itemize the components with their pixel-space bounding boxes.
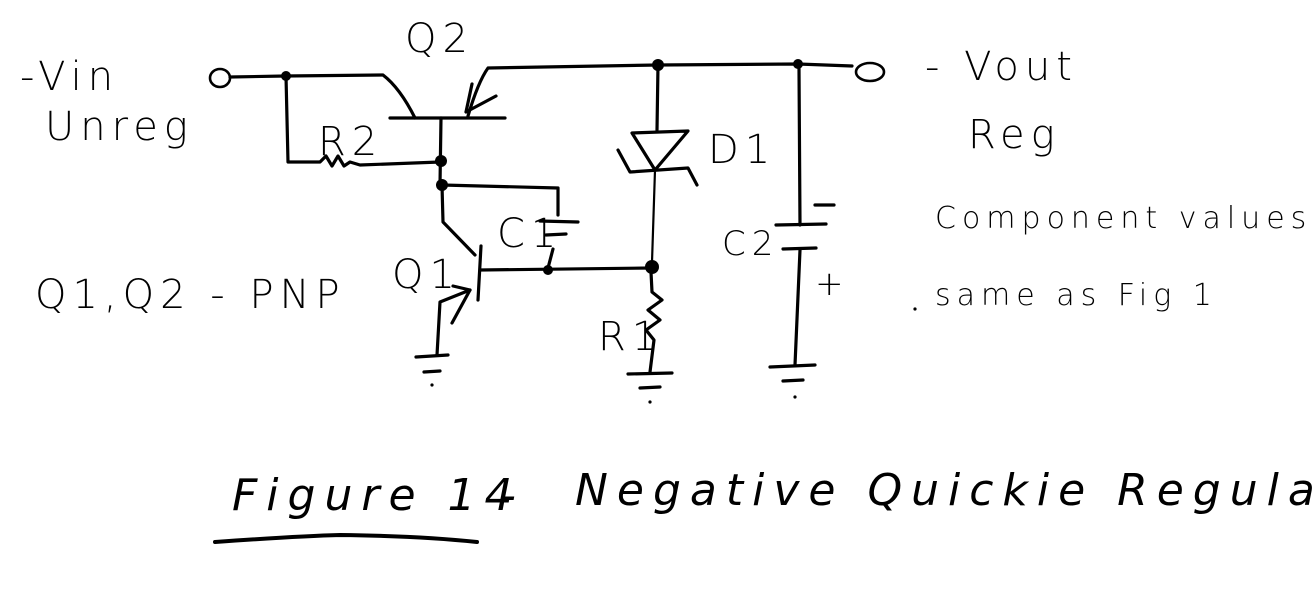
label-c1: C1 <box>497 211 562 257</box>
output-terminal <box>854 61 886 83</box>
resistor-r2 <box>284 74 442 168</box>
transistor-q1 <box>435 183 652 357</box>
figure-title-separator: - <box>500 470 525 521</box>
output-label-line1: - Vout <box>925 44 1078 90</box>
note-component-values: Component values. <box>935 201 1313 236</box>
label-q2: Q2 <box>405 16 474 62</box>
figure-title: Negative Quickie Regulator <box>575 465 1313 516</box>
c2-polarity-plus: + <box>815 264 844 304</box>
note-same-as-fig: same as Fig 1 <box>935 278 1218 313</box>
note-transistor-type: Q1,Q2 - PNP <box>35 272 346 318</box>
ground-q1-icon <box>414 353 450 387</box>
figure-number: Figure 14 <box>232 470 521 521</box>
junction-c2-top <box>793 59 803 69</box>
wire-input-to-q2-collector <box>228 73 417 120</box>
input-label-line2: Unreg <box>45 104 194 150</box>
junction-q2-base <box>435 155 447 167</box>
junction-c1-base <box>543 265 553 275</box>
resistor-r1 <box>644 270 664 374</box>
capacitor-c1 <box>440 183 580 270</box>
wire-output-rail <box>656 62 854 68</box>
input-terminal <box>208 67 232 89</box>
label-r1: R1 <box>598 314 663 360</box>
figure-number-underline <box>213 533 479 544</box>
label-d1: D1 <box>708 127 776 173</box>
transistor-q2 <box>388 63 660 187</box>
label-r2: R2 <box>318 119 383 165</box>
ground-r1-icon <box>626 371 674 404</box>
output-label-line2: Reg <box>968 112 1061 158</box>
junction-d1-r1 <box>645 260 659 274</box>
label-c2: C2 <box>722 224 779 264</box>
figure-caption: Figure 14 - Negative Quickie Regulator <box>213 465 1313 544</box>
note-stray-dot <box>913 307 917 311</box>
input-label-line1: -Vin <box>20 54 119 100</box>
zener-diode-d1 <box>616 63 699 264</box>
capacitor-c2 <box>768 66 836 399</box>
label-q1: Q1 <box>392 252 461 298</box>
